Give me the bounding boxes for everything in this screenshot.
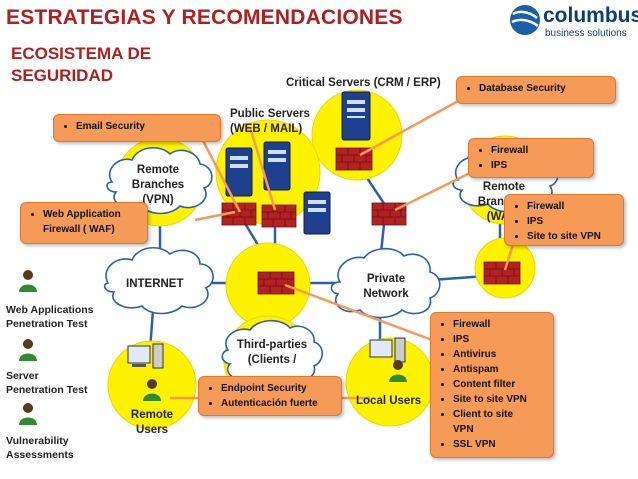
label-line: Web Applications (6, 304, 94, 316)
public-server-icon (263, 141, 291, 191)
internet-label: INTERNET (126, 278, 184, 290)
callout-item: Firewall (527, 199, 617, 214)
firewall-icon (257, 271, 295, 295)
callout-database-security: Database Security (456, 76, 616, 104)
firewall-icon (221, 202, 257, 226)
users (19, 270, 407, 425)
callout-item: Site to site VPN (527, 229, 617, 244)
logo-name: columbus (543, 4, 638, 27)
callout-endpoint: Endpoint Security Autenticación fuerte (198, 376, 342, 416)
callout-item: Firewall (491, 143, 587, 158)
label-line: Penetration Test (6, 318, 88, 330)
subtitle-line: ECOSISTEMA DE (11, 44, 152, 63)
callout-item: Web Application (43, 207, 141, 222)
callout-waf: Web Application Firewall ( WAF) (20, 202, 148, 244)
firewall-icon (483, 261, 521, 285)
web-apps-pentest-label: Web Applications Penetration Test (6, 303, 94, 331)
user-icon (19, 270, 37, 292)
callout-pointers (170, 98, 522, 400)
label-line: Users (136, 424, 168, 436)
callout-item: Database Security (479, 81, 609, 96)
label-line: Remote (482, 181, 526, 193)
remote-users-label: Remote Users (122, 408, 182, 438)
label-line: (Clients / (247, 354, 297, 366)
critical-server-icon (341, 91, 371, 141)
firewall-icon (261, 204, 297, 228)
subtitle-line: SEGURIDAD (11, 66, 114, 85)
critical-servers-label: Critical Servers (CRM / ERP) (286, 77, 441, 89)
private-network-label: Private Network (352, 272, 420, 302)
callout-site-to-site: Firewall IPS Site to site VPN (504, 194, 624, 246)
callout-item: IPS (527, 214, 617, 229)
local-users-label: Local Users (356, 395, 422, 407)
label-line: (WEB / MAIL) (230, 123, 303, 135)
callout-item: IPS (491, 158, 587, 173)
callout-item: Client to site (453, 407, 547, 422)
cloud-internet (103, 247, 214, 315)
callout-item: Antivirus (453, 347, 547, 362)
label-line: Remote (136, 164, 180, 176)
callout-email-security: Email Security (53, 114, 221, 142)
section-subtitle: ECOSISTEMA DE SEGURIDAD (11, 43, 151, 87)
desktop-icon (127, 343, 164, 369)
servers (225, 91, 371, 235)
callout-utm: Firewall IPS Antivirus Antispam Content … (430, 312, 554, 458)
label-line: Server (6, 370, 39, 382)
callout-item: Content filter (453, 377, 547, 392)
callout-item: Antispam (453, 362, 547, 377)
callout-item: Site to site VPN (453, 392, 547, 407)
user-icon (389, 360, 407, 382)
callout-item: Firewall (453, 317, 547, 332)
public-servers-label: Public Servers (WEB / MAIL) (230, 107, 310, 137)
callout-item: SSL VPN (453, 437, 547, 452)
vulnerability-assessments-label: Vulnerability Assessments (6, 434, 74, 462)
label-line: Assessments (6, 449, 74, 461)
callout-item: IPS (453, 332, 547, 347)
logo-tagline: business solutions (545, 28, 627, 39)
page-title: ESTRATEGIAS Y RECOMENDACIONES (6, 6, 403, 29)
callout-item: Autenticación fuerte (221, 396, 335, 411)
public-server-icon (225, 147, 253, 197)
server-pentest-label: Server Penetration Test (6, 369, 88, 397)
columbus-logo-icon (510, 5, 540, 35)
third-parties-label: Third-parties (Clients / (232, 338, 312, 368)
label-line: Third-parties (236, 339, 308, 351)
callout-item: Endpoint Security (221, 381, 335, 396)
cloud-third-parties (221, 319, 324, 385)
label-line: (VPN) (142, 194, 174, 206)
label-line: Penetration Test (6, 384, 88, 396)
desktops (127, 337, 406, 369)
user-icon (19, 339, 37, 361)
callout-item: Email Security (76, 119, 214, 134)
label-line: Public Servers (230, 108, 310, 120)
user-icon (143, 379, 161, 401)
desktop-icon (369, 337, 406, 363)
label-line: Remote (130, 409, 174, 421)
public-server-icon (303, 191, 331, 235)
remote-branches-vpn-label: Remote Branches (VPN) (120, 163, 196, 208)
cloud-private-network (330, 247, 441, 319)
cloud-remote-branches-vpn (106, 147, 213, 215)
label-line: Vulnerability (6, 435, 69, 447)
callout-item: Firewall ( WAF) (43, 224, 115, 235)
label-line: Branches (131, 179, 185, 191)
label-line: Network (363, 288, 409, 300)
callout-firewall-ips: Firewall IPS (468, 138, 594, 178)
label-line: Private (366, 273, 406, 285)
user-icon (19, 403, 37, 425)
callout-item: VPN (453, 424, 474, 435)
